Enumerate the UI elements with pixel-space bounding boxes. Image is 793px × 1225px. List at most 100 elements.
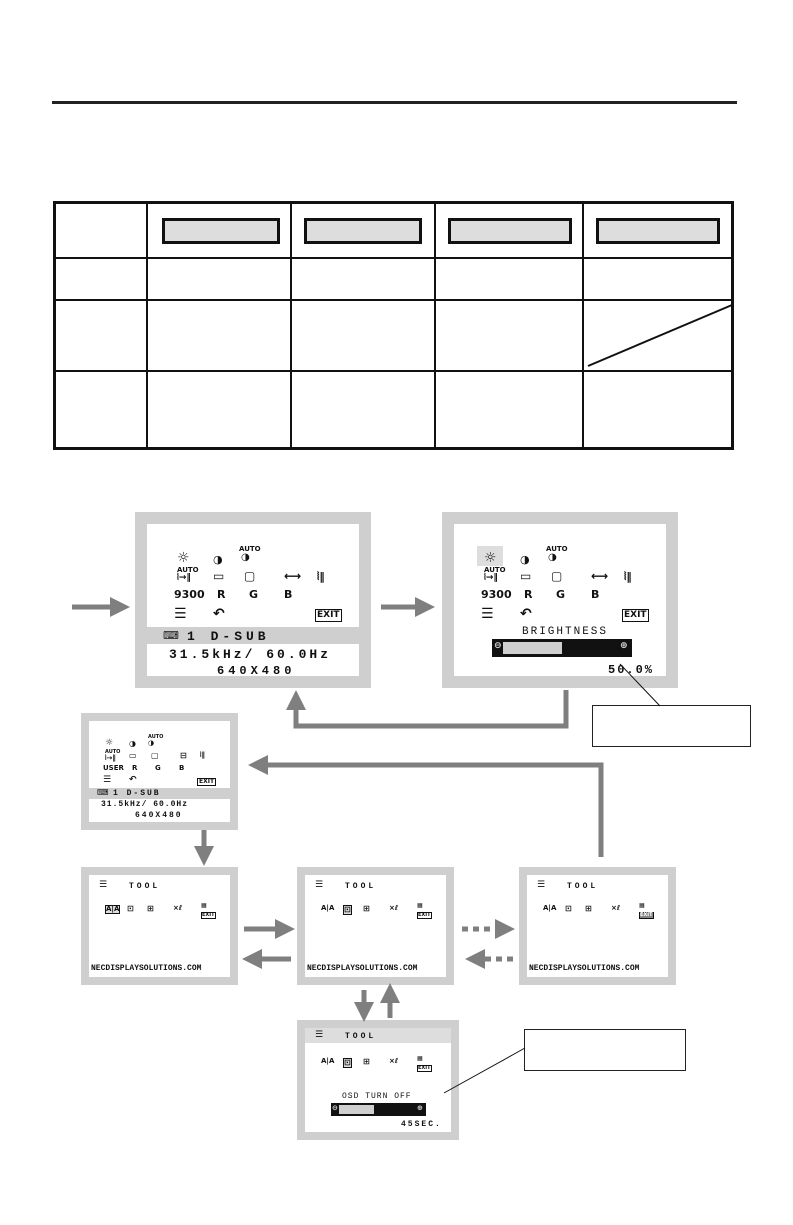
plus-icon: ⊕ <box>417 1104 423 1112</box>
arrow-back-to-small-main <box>248 755 604 857</box>
tool-icon: ☰ <box>315 880 324 890</box>
left-right-icon: ▭ <box>129 751 137 760</box>
osd-tool-screen-3: ☰ TOOL A|A ⊡ ⊞ ×ℓ ▦ EXIT NECDISPLAYSOLUT… <box>519 867 676 985</box>
osd-lock-icon: ⊞ <box>363 904 370 913</box>
osd-turn-off-slider[interactable]: ⊖ ⊕ <box>331 1103 426 1116</box>
left-right-icon: ▭ <box>213 569 225 583</box>
color-b-label: B <box>179 764 185 772</box>
na-diagonal <box>587 304 733 367</box>
info-icon: ▦ <box>417 902 423 909</box>
table-header-button <box>304 218 422 244</box>
tool-title: TOOL <box>345 882 377 891</box>
table-header-button <box>596 218 720 244</box>
table-divider <box>582 204 584 447</box>
osd-main-small-screen: ☼ ◑ AUTO◑ AUTO⦚→‖ ▭ ▢ ⊟ ⦚‖ USER R G B ☰ … <box>81 713 238 830</box>
language-icon: A|A <box>321 1057 335 1065</box>
exit-icon: EXIT <box>417 912 432 919</box>
tool-title: TOOL <box>345 1032 377 1041</box>
callout-box <box>592 705 751 747</box>
color-r-label: R <box>132 764 138 772</box>
fine-icon: ⦚‖ <box>624 570 632 583</box>
osd-tool-screen-2: ☰ TOOL A|A ⊡ ⊞ ×ℓ ▦ EXIT NECDISPLAYSOLUT… <box>297 867 454 985</box>
website-label: NECDISPLAYSOLUTIONS.COM <box>307 964 418 973</box>
tool-icon: ☰ <box>103 775 112 785</box>
osd-time-icon: ⊡ <box>343 1058 352 1068</box>
tool-icon: ☰ <box>315 1030 324 1040</box>
table-header-button <box>448 218 572 244</box>
plus-icon: ⊕ <box>620 641 628 651</box>
input-highlight <box>89 788 230 799</box>
h-size-icon: ⟷ <box>284 569 302 583</box>
osd-time-icon: ⊡ <box>343 905 352 915</box>
table-divider <box>434 204 436 447</box>
color-r-label: R <box>524 588 533 601</box>
tool-title: TOOL <box>567 882 599 891</box>
volume-icon: ×ℓ <box>389 1057 399 1065</box>
osd-brightness-screen: ☼ ◑ AUTO◑ AUTO⦚→‖ ▭ ▢ ⟷ ⦚‖ 9300 R G B ☰ … <box>442 512 678 688</box>
table-row-divider <box>56 299 731 301</box>
input-label: 1 D-SUB <box>187 629 270 644</box>
minus-icon: ⊖ <box>332 1104 338 1112</box>
minus-icon: ⊖ <box>494 641 502 651</box>
color-g-label: G <box>155 764 161 772</box>
osd-tool-screen-1: ☰ TOOL A|A ⊡ ⊞ ×ℓ ▦ EXIT NECDISPLAYSOLUT… <box>81 867 238 985</box>
osd-main-screen: ☼ ◑ AUTO◑ AUTO⦚→‖ ▭ ▢ ⟷ ⦚‖ 9300 R G B ☰ … <box>135 512 371 688</box>
controls-table <box>53 201 734 450</box>
color-b-label: B <box>591 588 600 601</box>
auto-adjust-icon: AUTO⦚→‖ <box>177 566 199 583</box>
osd-lock-icon: ⊞ <box>363 1057 370 1066</box>
table-divider <box>146 204 148 447</box>
arrow-back-to-main <box>286 690 569 729</box>
osd-time-icon: ⊡ <box>127 904 134 913</box>
callout-box <box>524 1029 686 1071</box>
input-label: 1 D-SUB <box>113 789 161 798</box>
info-icon: ▦ <box>201 902 207 909</box>
table-row-divider <box>56 370 731 372</box>
osd-turn-off-label: OSD TURN OFF <box>342 1092 412 1101</box>
title-highlight <box>305 1028 451 1043</box>
volume-icon: ×ℓ <box>173 904 183 912</box>
table-divider <box>290 204 292 447</box>
osd-turn-off-slider-fill <box>339 1105 374 1114</box>
osd-turn-off-value: 45SEC. <box>401 1120 442 1129</box>
up-down-icon: ▢ <box>244 569 256 583</box>
reset-icon: ↶ <box>129 775 137 785</box>
volume-icon: ×ℓ <box>389 904 399 912</box>
color-r-label: R <box>217 588 226 601</box>
color-9300-label: 9300 <box>481 588 512 601</box>
language-icon: A|A <box>321 904 335 912</box>
auto-adjust-icon: AUTO⦚→‖ <box>105 749 121 762</box>
brightness-slider-fill <box>503 642 562 654</box>
input-highlight <box>147 627 359 644</box>
tool-title: TOOL <box>129 882 161 891</box>
contrast-icon: ◑ <box>520 553 530 566</box>
language-icon: A|A <box>105 905 121 914</box>
tool-icon: ☰ <box>481 606 494 622</box>
language-icon: A|A <box>543 904 557 912</box>
selected-highlight <box>477 546 503 566</box>
exit-icon: EXIT <box>201 912 216 919</box>
user-label: USER <box>103 764 124 772</box>
contrast-icon: ◑ <box>129 739 136 748</box>
exit-icon: EXIT <box>315 609 342 622</box>
reset-icon: ↶ <box>520 606 532 622</box>
auto-contrast-icon: AUTO◑ <box>546 545 568 563</box>
tool-icon: ☰ <box>174 606 187 622</box>
connector-icon: ⌨ <box>163 629 179 642</box>
brightness-label: BRIGHTNESS <box>522 626 609 638</box>
osd-time-icon: ⊡ <box>565 904 572 913</box>
h-size-icon: ⊟ <box>180 751 187 760</box>
auto-adjust-icon: AUTO⦚→‖ <box>484 566 506 583</box>
brightness-slider[interactable]: ⊖ ⊕ <box>492 639 632 657</box>
exit-icon: EXIT <box>639 912 654 919</box>
exit-icon: EXIT <box>622 609 649 622</box>
osd-lock-icon: ⊞ <box>147 904 154 913</box>
color-g-label: G <box>556 588 566 601</box>
color-9300-label: 9300 <box>174 588 205 601</box>
website-label: NECDISPLAYSOLUTIONS.COM <box>529 964 640 973</box>
contrast-icon: ◑ <box>213 553 223 566</box>
tool-icon: ☰ <box>99 880 108 890</box>
table-row-divider <box>56 257 731 259</box>
osd-lock-icon: ⊞ <box>585 904 592 913</box>
connector-icon: ⌨ <box>97 788 109 797</box>
